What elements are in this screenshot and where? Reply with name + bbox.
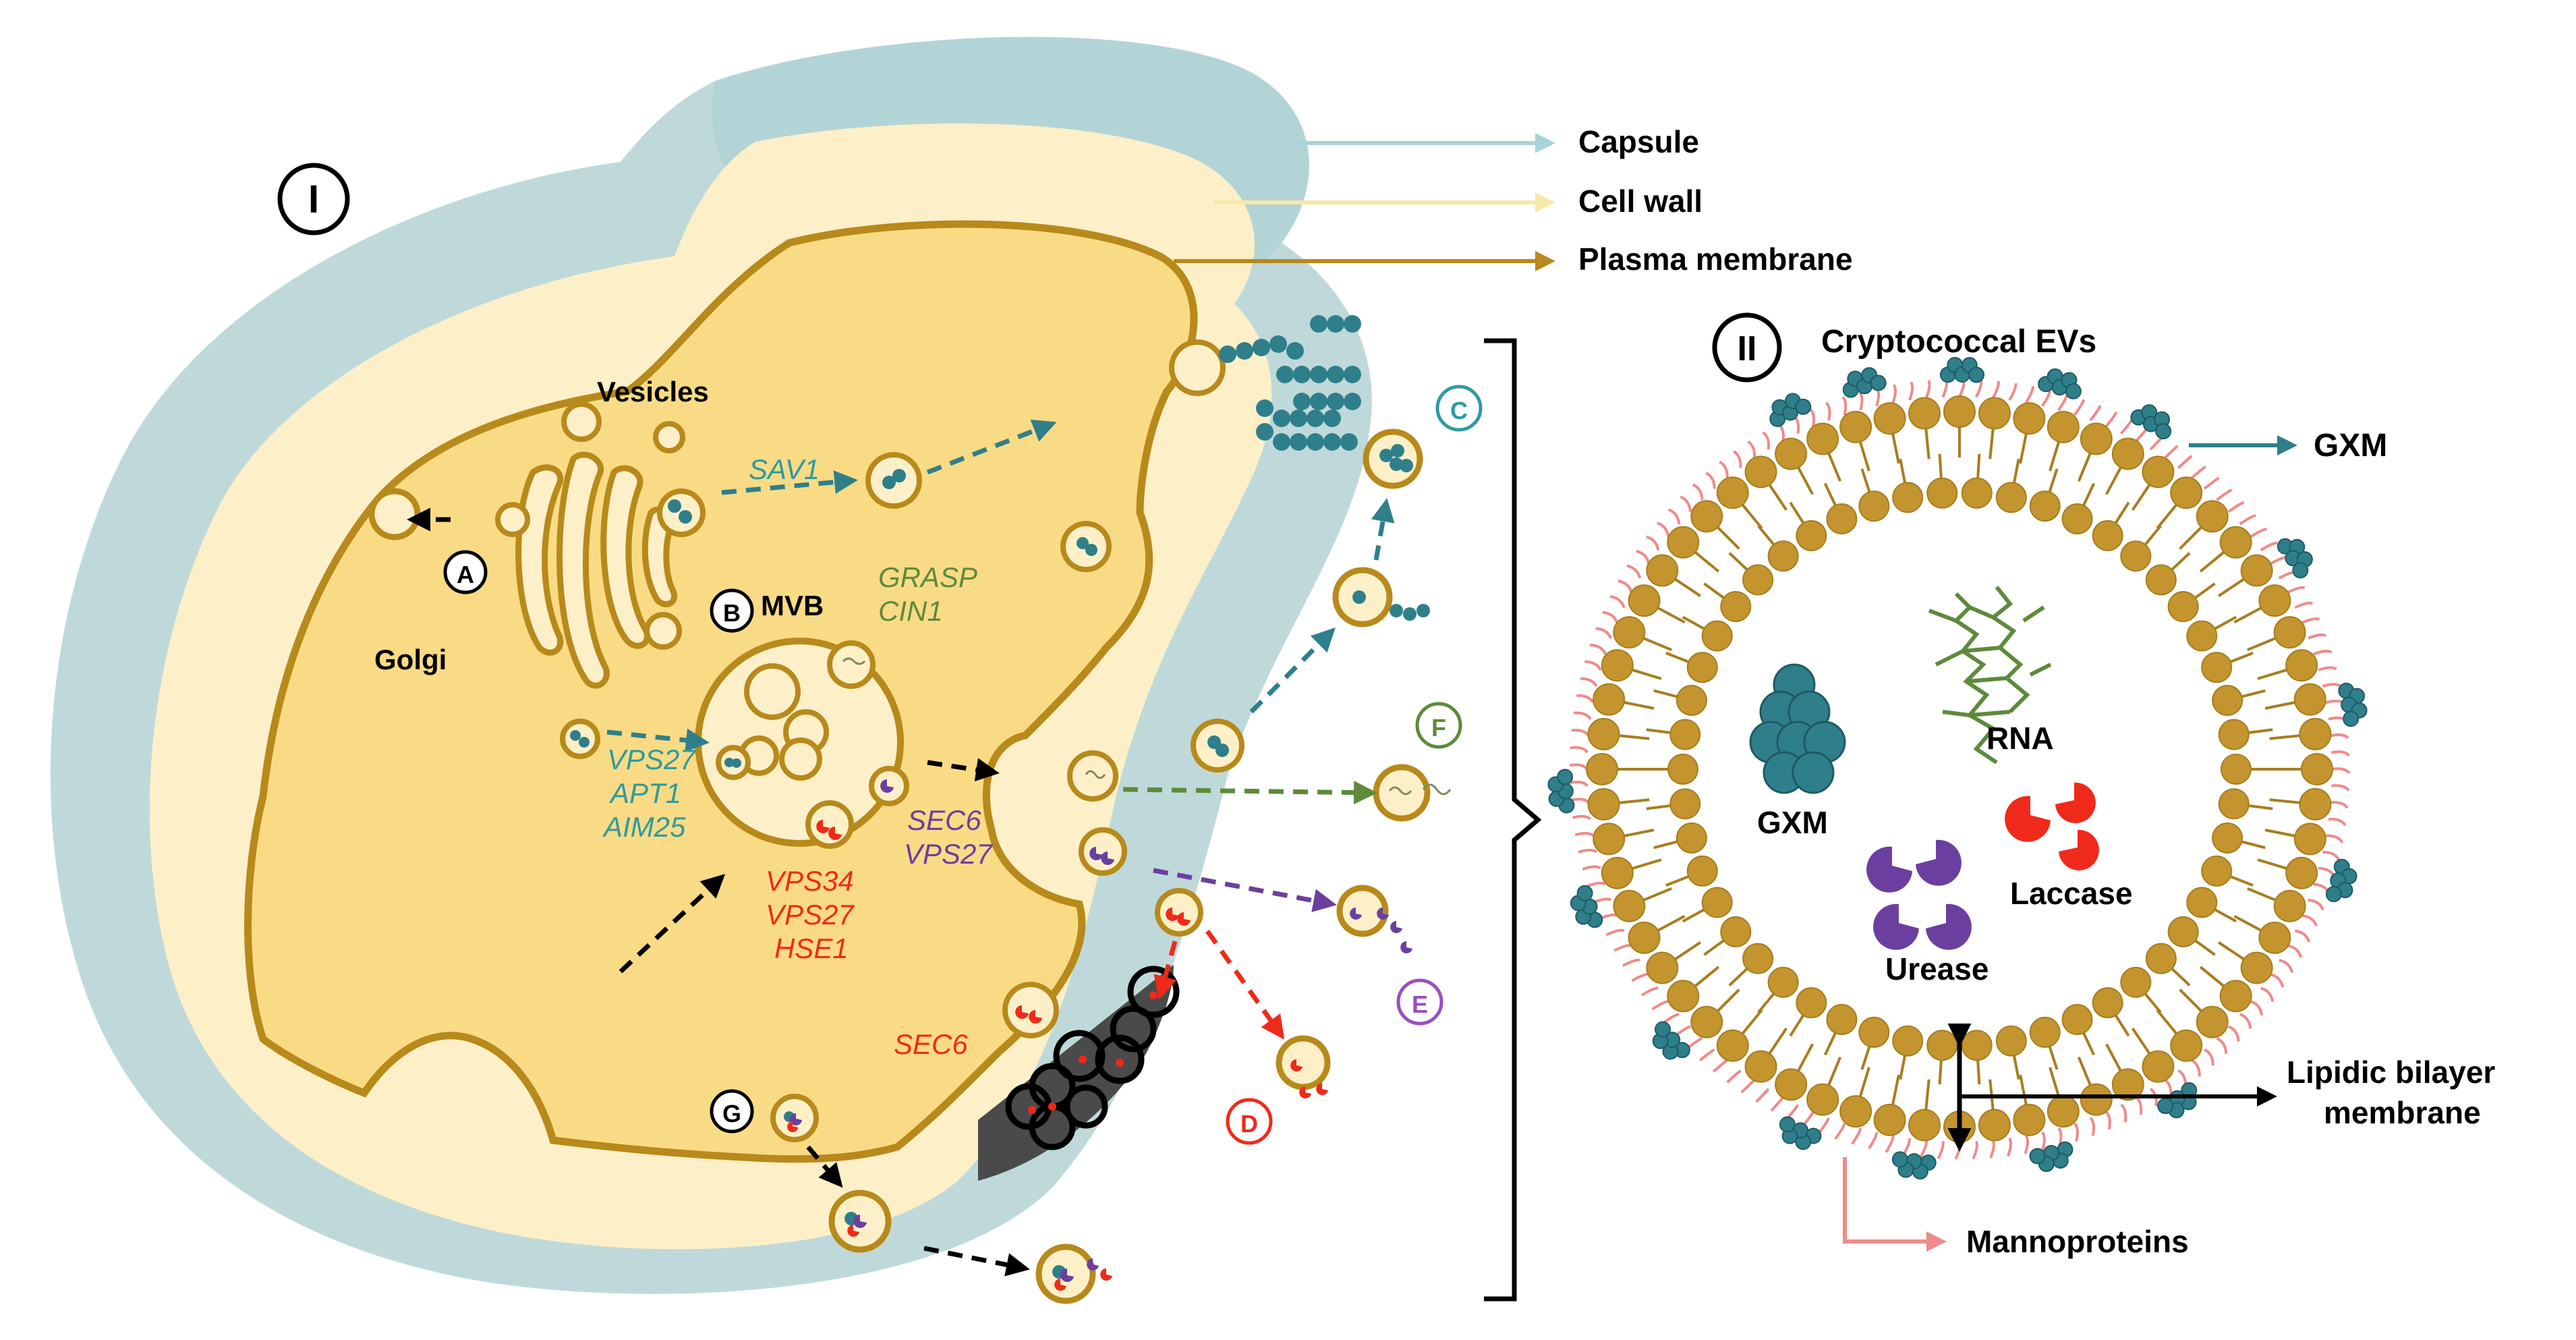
gene-cin1: CIN1	[878, 595, 943, 627]
ev-gxm-label: GXM	[1757, 805, 1828, 840]
legend-cell-wall: Cell wall	[1578, 184, 1702, 219]
legend-capsule: Capsule	[1578, 124, 1699, 159]
golgi-vesicles	[495, 401, 706, 759]
laccase-protein-icon	[2005, 782, 2099, 870]
lipid-bilayer-label-line1: Lipidic bilayer	[2287, 1055, 2495, 1090]
lipid-bilayer-label-line2: membrane	[2324, 1095, 2481, 1130]
pathway-f-label: F	[1431, 714, 1446, 742]
ev-panel-title: Cryptococcal EVs	[1821, 324, 2096, 360]
pathway-g-marker	[710, 1089, 754, 1134]
pathway-arrows	[407, 419, 1395, 1277]
pathway-b-label: B	[723, 599, 741, 627]
pathway-b-marker	[710, 588, 754, 633]
pathway-d-marker	[1226, 1098, 1273, 1145]
gene-vps34: VPS34	[766, 865, 854, 897]
pathway-d-label: D	[1240, 1110, 1258, 1138]
pathway-c-label: C	[1450, 397, 1468, 424]
ev-rna-label: RNA	[1986, 721, 2054, 756]
gxm-capsule-beads	[1169, 315, 1361, 451]
gene-vps27-teal: VPS27	[607, 744, 696, 775]
panel-i-marker	[277, 163, 350, 235]
mvb-compartment	[695, 638, 909, 849]
layer-legend-arrows	[1174, 133, 1555, 271]
golgi-exit-vesicle	[368, 488, 421, 540]
pathway-e-label: E	[1412, 990, 1428, 1018]
exocytic-vesicles	[770, 452, 1244, 1142]
golgi-label: Golgi	[374, 644, 447, 675]
pathway-c-marker	[1435, 385, 1483, 432]
cell-diagram: I A B C D E F G Vesicles Golgi MVB SAV1 …	[50, 36, 1853, 1304]
ev-urease-label: Urease	[1885, 951, 1988, 986]
urease-protein-icon	[1866, 839, 1972, 950]
mannoproteins-label: Mannoproteins	[1966, 1224, 2189, 1259]
secreted-vesicles	[828, 428, 1452, 1304]
ev-gxm-out-label: GXM	[2314, 428, 2387, 464]
pathway-f-marker	[1415, 702, 1462, 749]
ev-vesicle-icon	[1547, 357, 2368, 1180]
grouping-bracket	[1484, 338, 1542, 1302]
pathway-e-marker	[1396, 978, 1443, 1026]
panel-ii-label: II	[1738, 329, 1757, 368]
ev-laccase-label: Laccase	[2010, 876, 2133, 911]
vesicles-label: Vesicles	[597, 376, 709, 408]
gene-sec6-purple: SEC6	[907, 804, 981, 836]
gene-sec6-red: SEC6	[894, 1028, 968, 1060]
ev-panel: II Cryptococcal EVs GXM RNA	[1547, 312, 2495, 1259]
pathway-a-marker	[443, 550, 488, 594]
panel-ii-marker	[1712, 312, 1782, 383]
gene-grasp: GRASP	[878, 561, 977, 593]
gene-vps27-purple: VPS27	[904, 838, 993, 870]
panel-i-label: I	[308, 177, 319, 221]
gene-hse1: HSE1	[774, 932, 849, 964]
pathway-g-label: G	[722, 1100, 741, 1127]
gene-apt1: APT1	[608, 777, 681, 809]
pathway-a-label: A	[457, 561, 474, 588]
mvb-label: MVB	[761, 590, 824, 621]
rna-strand-icon	[1928, 586, 2052, 764]
gene-aim25: AIM25	[602, 811, 686, 843]
legend-plasma-membrane: Plasma membrane	[1578, 242, 1853, 277]
gene-vps27-red: VPS27	[766, 899, 855, 930]
gxm-cluster-icon	[1749, 663, 1846, 794]
gene-sav1: SAV1	[749, 453, 820, 485]
